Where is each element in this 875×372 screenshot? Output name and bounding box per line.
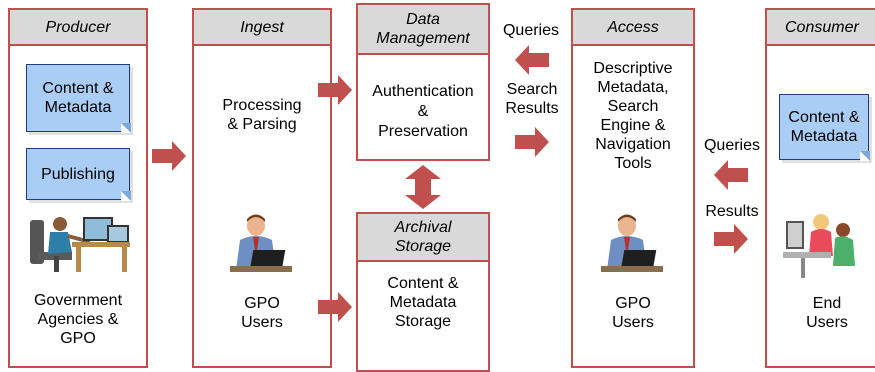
consumer-column: Consumer Content & Metadata End Users — [765, 8, 875, 368]
arrow-data-management-to-access — [515, 127, 549, 157]
ingest-header: Ingest — [194, 10, 330, 46]
search-results-label: Search Results — [505, 81, 559, 117]
arrow-consumer-to-access — [714, 160, 748, 190]
producer-publishing-note: Publishing — [26, 148, 131, 201]
arrow-access-to-data-management — [515, 45, 549, 75]
archival-storage-body: Content & Metadata Storage — [387, 275, 459, 330]
access-body: Descriptive Metadata, Search Engine & Na… — [593, 60, 673, 172]
archival-storage-header: Archival Storage — [358, 214, 488, 262]
gpo-user-icon — [230, 214, 292, 272]
consumer-footer: End Users — [806, 295, 848, 331]
consumer-note-label: Content & Metadata — [788, 109, 860, 145]
queries-right-label: Queries — [703, 137, 761, 154]
archival-storage-box: Archival Storage Content & Metadata Stor… — [356, 212, 490, 372]
producer-content-metadata-note: Content & Metadata — [26, 64, 131, 133]
workstation-person-icon — [30, 217, 130, 272]
arrow-access-to-consumer — [714, 224, 748, 254]
arrow-ingest-to-archival-storage — [318, 292, 352, 322]
arrow-bidirectional-dm-archival — [405, 165, 441, 209]
ingest-column: Ingest Processing & Parsing GPO Users — [192, 8, 332, 368]
consumer-header: Consumer — [767, 10, 875, 46]
end-users-icon — [783, 214, 855, 278]
arrow-producer-to-ingest — [152, 141, 186, 171]
ingest-footer: GPO Users — [241, 295, 283, 331]
producer-column: Producer Content & Metadata Publishing G… — [8, 8, 148, 368]
producer-footer: Government Agencies & GPO — [33, 292, 123, 347]
access-header: Access — [573, 10, 693, 46]
data-management-body: Authentication & Preservation — [372, 83, 474, 140]
gpo-user-icon — [601, 214, 663, 272]
arrow-ingest-to-data-management — [318, 75, 352, 105]
producer-header: Producer — [10, 10, 146, 46]
results-right-label: Results — [705, 203, 759, 220]
queries-top-label: Queries — [502, 22, 560, 39]
ingest-body: Processing & Parsing — [222, 97, 302, 133]
data-management-header: Data Management — [358, 5, 488, 55]
consumer-content-metadata-note: Content & Metadata — [779, 94, 870, 161]
producer-note2-label: Publishing — [41, 165, 115, 183]
access-footer: GPO Users — [612, 295, 654, 331]
producer-note1-label: Content & Metadata — [42, 80, 114, 116]
access-column: Access Descriptive Metadata, Search Engi… — [571, 8, 695, 368]
data-management-box: Data Management Authentication & Preserv… — [356, 3, 490, 161]
